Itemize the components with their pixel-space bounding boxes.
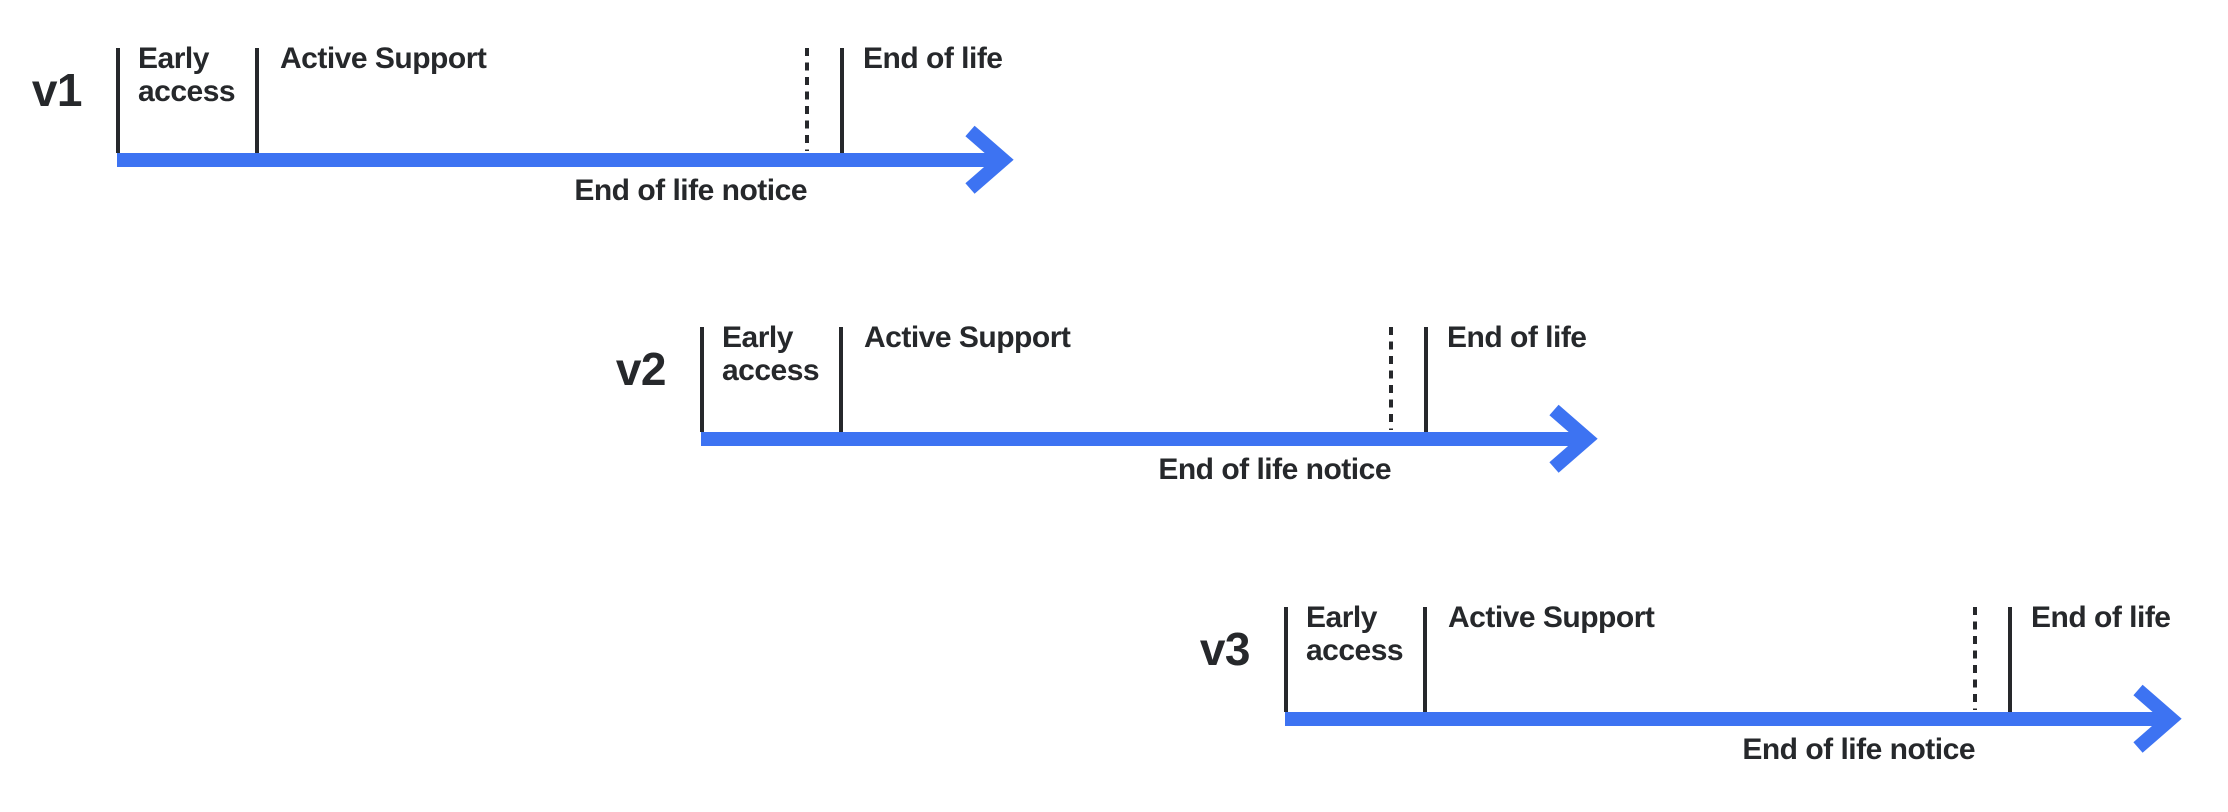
active-support-label: Active Support bbox=[280, 42, 487, 75]
early-access-label: Early access bbox=[722, 321, 820, 387]
tick-active-support-start bbox=[255, 48, 259, 153]
end-of-life-notice-label: End of life notice bbox=[574, 174, 807, 207]
end-of-life-label: End of life bbox=[1447, 321, 1587, 354]
tick-active-support-start bbox=[839, 327, 843, 432]
end-of-life-notice-label: End of life notice bbox=[1158, 453, 1391, 486]
timeline-arrow bbox=[700, 404, 1598, 473]
end-of-life-label: End of life bbox=[863, 42, 1003, 75]
early-access-label: Early access bbox=[138, 42, 236, 108]
active-support-label: Active Support bbox=[1448, 601, 1655, 634]
timeline-v2: v2 Early access Active Support End of li… bbox=[602, 317, 1632, 497]
tick-end-of-life-notice-dashed bbox=[1389, 327, 1393, 430]
end-of-life-notice-label: End of life notice bbox=[1742, 733, 1975, 766]
timeline-arrow bbox=[116, 125, 1014, 194]
timeline-arrow bbox=[1284, 684, 2182, 753]
tick-end-of-life-notice-dashed bbox=[805, 48, 809, 151]
tick-active-support-start bbox=[1423, 607, 1427, 712]
version-label: v1 bbox=[31, 64, 83, 116]
tick-end-of-life bbox=[840, 48, 844, 153]
tick-end-of-life bbox=[2008, 607, 2012, 712]
tick-early-access-start bbox=[116, 48, 120, 153]
tick-end-of-life bbox=[1424, 327, 1428, 432]
early-access-label: Early access bbox=[1306, 601, 1404, 667]
version-label: v2 bbox=[615, 343, 667, 395]
tick-early-access-start bbox=[700, 327, 704, 432]
active-support-label: Active Support bbox=[864, 321, 1071, 354]
timeline-v3: v3 Early access Active Support End of li… bbox=[1186, 597, 2216, 777]
tick-end-of-life-notice-dashed bbox=[1973, 607, 1977, 710]
timeline-v1: v1 Early access Active Support End of li… bbox=[18, 38, 1048, 218]
version-label: v3 bbox=[1199, 623, 1251, 675]
end-of-life-label: End of life bbox=[2031, 601, 2171, 634]
tick-early-access-start bbox=[1284, 607, 1288, 712]
